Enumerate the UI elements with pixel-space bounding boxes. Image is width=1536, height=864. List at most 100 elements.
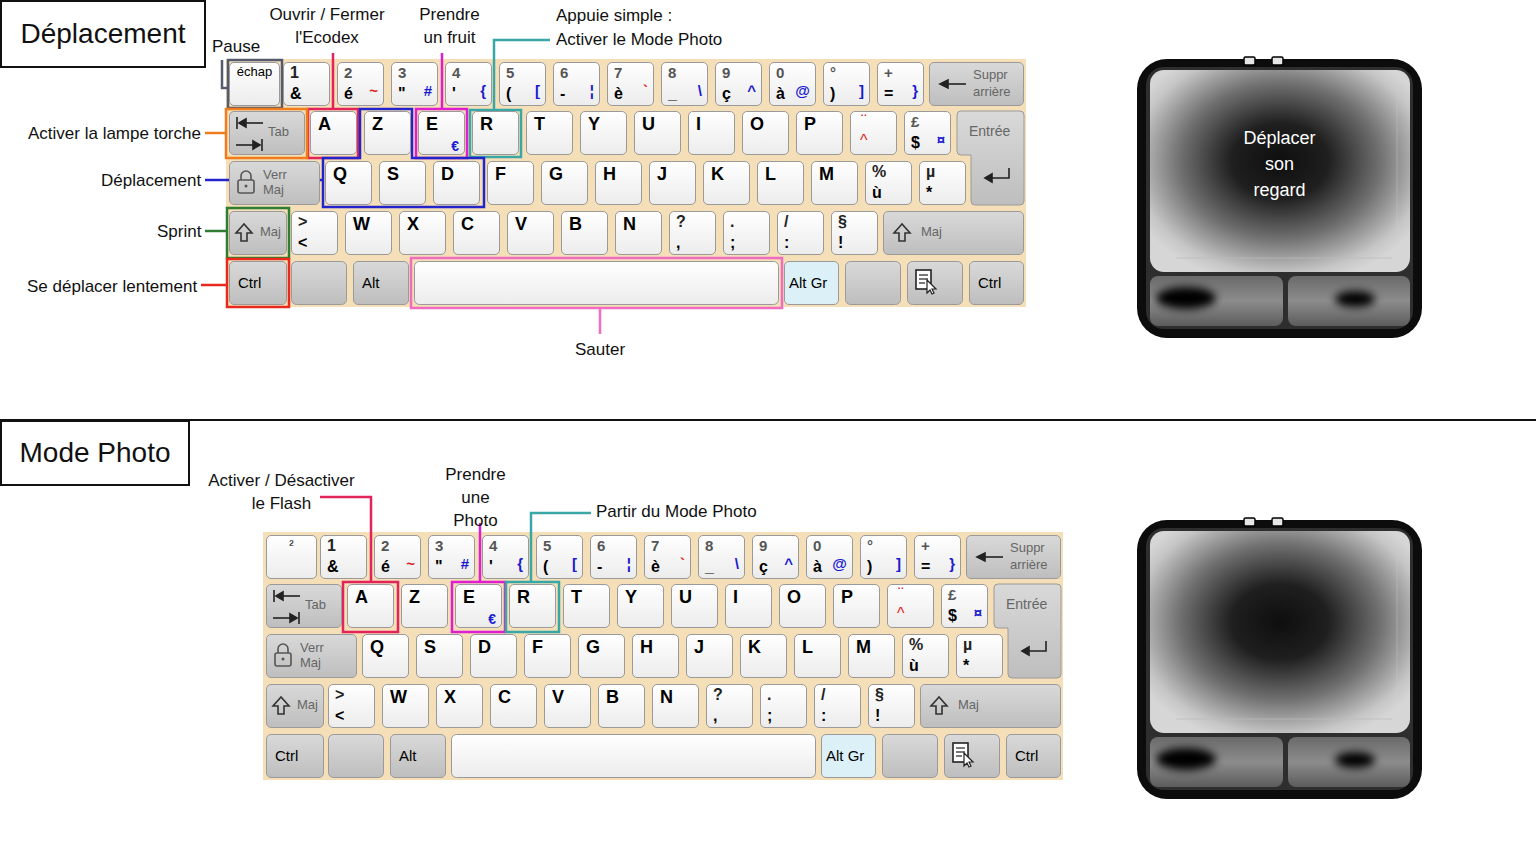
key-legend: '	[489, 558, 493, 576]
keyboard-key: 8_\	[698, 535, 745, 579]
key-legend: L	[765, 164, 776, 185]
key-legend: H	[640, 637, 653, 658]
key-legend: O	[787, 587, 801, 608]
key-highlight	[343, 582, 398, 632]
key-legend: +	[921, 537, 930, 554]
key-legend: !	[838, 234, 843, 252]
key-legend: H	[603, 164, 616, 185]
keyboard-key: K	[740, 634, 787, 678]
keyboard-key: 8_\	[661, 62, 708, 106]
keyboard-key: J	[686, 634, 733, 678]
keyboard-key: 9ç^	[715, 62, 762, 106]
key-legend: 4	[489, 537, 497, 554]
key-legend: °	[867, 537, 873, 554]
key-legend: ¤	[974, 604, 982, 621]
key-legend: :	[784, 234, 789, 252]
keyboard-key: C	[490, 684, 537, 728]
callout-label: Activer / Désactiver le Flash	[207, 469, 356, 515]
key-legend: µ	[963, 636, 972, 654]
keyboard-key: C	[453, 211, 500, 255]
keyboard-key: Verr Maj	[266, 634, 357, 678]
key-legend: échap	[230, 65, 279, 80]
key-legend: µ	[926, 163, 935, 181]
key-legend: Entrée	[969, 123, 1010, 139]
keyboard-key: £$¤	[904, 111, 951, 155]
key-legend: Suppr arrière	[973, 66, 1010, 100]
keyboard-key: Entrée	[957, 111, 1024, 205]
key-legend: }	[949, 555, 955, 572]
callout-label: Ouvrir / Fermer l'Ecodex	[268, 3, 386, 49]
key-legend: G	[586, 637, 600, 658]
key-legend: Z	[372, 114, 383, 135]
leader-line	[332, 53, 335, 109]
keyboard-key: O	[779, 584, 826, 628]
keyboard-key: %ù	[865, 161, 912, 205]
keyboard-key: 3"#	[428, 535, 475, 579]
key-legend: -	[560, 85, 565, 103]
key-legend: G	[549, 164, 563, 185]
keyboard-key: P	[833, 584, 880, 628]
key-legend: F	[495, 164, 506, 185]
keyboard-key: 2é~	[337, 62, 384, 106]
key-legend: ,	[676, 234, 680, 252]
keyboard-key: I	[688, 111, 735, 155]
keyboard-key: Y	[617, 584, 664, 628]
section-title: Mode Photo	[0, 420, 190, 486]
key-legend: _	[668, 85, 677, 103]
keyboard-key: Ctrl	[969, 261, 1024, 305]
key-legend: O	[750, 114, 764, 135]
key-legend: §	[875, 686, 884, 704]
keyboard-key: W	[382, 684, 429, 728]
key-legend: =	[921, 558, 930, 576]
key-legend: $	[948, 607, 957, 625]
key-legend: ç	[759, 558, 768, 576]
key-legend: Verr Maj	[300, 640, 326, 670]
keyboard-key: N	[652, 684, 699, 728]
keyboard-key: /:	[814, 684, 861, 728]
key-highlight	[227, 208, 289, 258]
key-legend: °	[830, 64, 836, 81]
key-legend: Suppr arrière	[1010, 539, 1047, 573]
section-title-text: Mode Photo	[20, 437, 171, 469]
key-legend: V	[552, 687, 564, 708]
key-legend: Tab	[305, 598, 326, 613]
key-legend: `	[643, 82, 648, 99]
keyboard-key: U	[671, 584, 718, 628]
key-legend: P	[804, 114, 816, 135]
keyboard-key: J	[649, 161, 696, 205]
keyboard-key: V	[544, 684, 591, 728]
key-highlight	[323, 109, 484, 207]
callout-label: Sprint	[157, 220, 201, 243]
keyboard-key: ²	[266, 535, 317, 579]
keyboard	[263, 532, 1063, 780]
keyboard-key: Q	[325, 161, 372, 205]
key-legend: ^	[747, 82, 756, 99]
key-legend: C	[498, 687, 511, 708]
key-legend: Y	[625, 587, 637, 608]
key-legend: ~	[369, 82, 378, 99]
key-legend: W	[390, 687, 407, 708]
key-legend: *	[926, 184, 932, 202]
key-legend: .	[730, 213, 734, 231]
keyboard-key: £$¤	[941, 584, 988, 628]
keyboard-key: °)]	[823, 62, 870, 106]
keyboard-key: B	[561, 211, 608, 255]
keyboard-key: T	[563, 584, 610, 628]
key-legend: M	[819, 164, 834, 185]
keyboard-key: X	[436, 684, 483, 728]
touchpad-art	[1137, 518, 1422, 799]
key-legend: (	[506, 85, 511, 103]
key-legend: ?	[713, 686, 723, 704]
keyboard-key: Z	[401, 584, 448, 628]
leader-line	[599, 309, 602, 334]
key-legend: è	[614, 85, 623, 103]
keyboard-key: +=}	[877, 62, 924, 106]
key-legend: .	[767, 686, 771, 704]
keyboard-key: N	[615, 211, 662, 255]
key-legend: Maj	[921, 225, 942, 240]
key-legend: 4	[452, 64, 460, 81]
keyboard-key: V	[507, 211, 554, 255]
key-legend: B	[569, 214, 582, 235]
key-legend: (	[543, 558, 548, 576]
